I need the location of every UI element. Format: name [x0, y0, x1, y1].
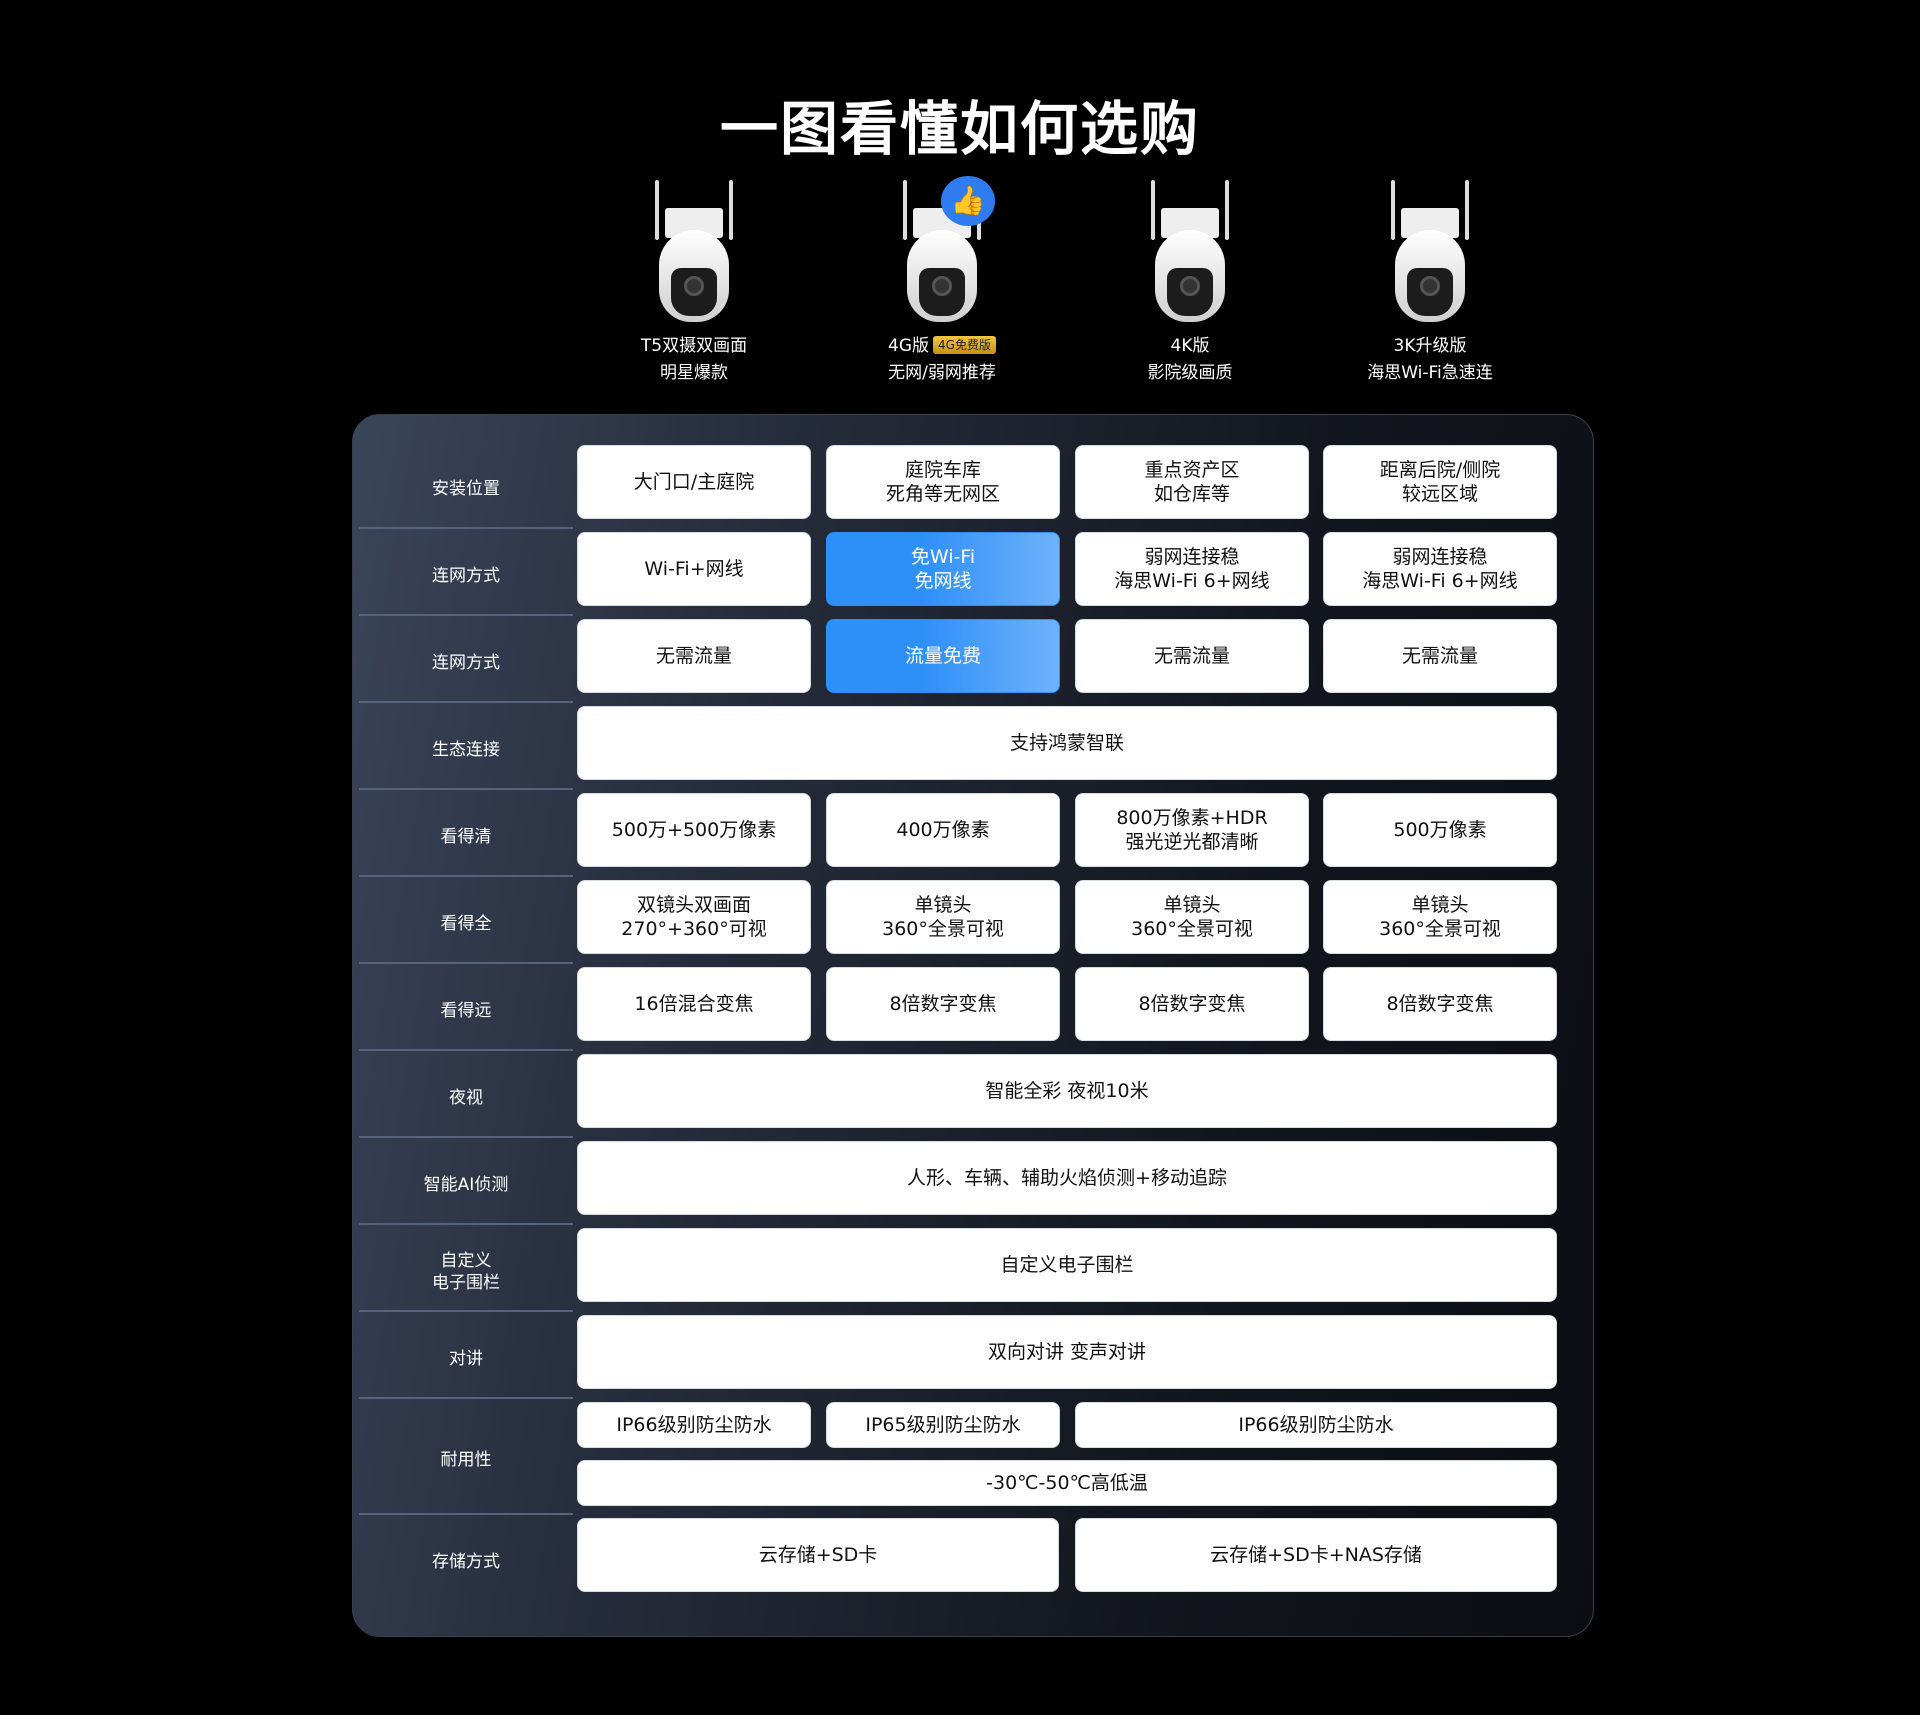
row-label: 连网方式 — [432, 565, 500, 586]
row-label: 耐用性 — [440, 1450, 492, 1470]
table-cell: 双向对讲 变声对讲 — [577, 1315, 1557, 1389]
table-row: 安装位置 大门口/主庭院庭院车库 死角等无网区重点资产区 如仓库等距离后院/侧院 … — [353, 445, 1595, 532]
camera-image — [649, 180, 739, 325]
row-label: 生态连接 — [432, 739, 500, 760]
table-cell: 16倍混合变焦 — [577, 967, 811, 1041]
table-cell: 弱网连接稳 海思Wi-Fi 6+网线 — [1075, 532, 1309, 606]
product-tagline: 无网/弱网推荐 — [888, 363, 996, 383]
row-divider — [359, 962, 573, 964]
product-tagline: 海思Wi-Fi急速连 — [1367, 363, 1493, 383]
table-cell: 免Wi-Fi 免网线 — [826, 532, 1060, 606]
table-cell: 智能全彩 夜视10米 — [577, 1054, 1557, 1128]
product-name: 4K版 — [1170, 336, 1210, 356]
table-cell: 距离后院/侧院 较远区域 — [1323, 445, 1557, 519]
table-cell: 500万像素 — [1323, 793, 1557, 867]
table-row: 看得全双镜头双画面 270°+360°可视单镜头 360°全景可视单镜头 360… — [353, 880, 1595, 967]
row-divider — [359, 1223, 573, 1225]
row-label: 存储方式 — [432, 1551, 500, 1572]
row-label: 连网方式 — [432, 652, 500, 673]
row-label: 看得全 — [440, 913, 492, 934]
table-cell: 8倍数字变焦 — [826, 967, 1060, 1041]
table-cell: 无需流量 — [1323, 619, 1557, 693]
row-label: 看得远 — [440, 1000, 492, 1021]
camera-image — [1145, 180, 1235, 325]
table-cell: 自定义电子围栏 — [577, 1228, 1557, 1302]
table-cell: 800万像素+HDR 强光逆光都清晰 — [1075, 793, 1309, 867]
row-divider — [359, 788, 573, 790]
table-cell: -30℃-50℃高低温 — [577, 1460, 1557, 1506]
product-name: 3K升级版 — [1393, 336, 1467, 356]
product-3: 4K版 影院级画质 — [1070, 180, 1310, 387]
table-cell: IP65级别防尘防水 — [826, 1402, 1060, 1448]
product-tagline: 影院级画质 — [1147, 363, 1233, 383]
table-cell: 云存储+SD卡+NAS存储 — [1075, 1518, 1557, 1592]
row-divider — [359, 875, 573, 877]
camera-image — [1385, 180, 1475, 325]
table-row: 连网方式无需流量流量免费无需流量无需流量 — [353, 619, 1595, 706]
table-row: 耐用性 IP66级别防尘防水 IP65级别防尘防水 IP66级别防尘防水 -30℃-50… — [353, 1402, 1595, 1518]
row-label: 看得清 — [440, 826, 492, 847]
page-title: 一图看懂如何选购 — [719, 95, 1200, 163]
row-divider — [359, 1397, 573, 1399]
row-label: 对讲 — [449, 1348, 483, 1369]
row-label: 夜视 — [449, 1087, 483, 1108]
table-cell: 人形、车辆、辅助火焰侦测+移动追踪 — [577, 1141, 1557, 1215]
row-label: 智能AI侦测 — [423, 1174, 509, 1195]
table-cell: 单镜头 360°全景可视 — [826, 880, 1060, 954]
table-cell: 双镜头双画面 270°+360°可视 — [577, 880, 811, 954]
table-cell: 流量免费 — [826, 619, 1060, 693]
comparison-table: 安装位置 大门口/主庭院庭院车库 死角等无网区重点资产区 如仓库等距离后院/侧院 … — [352, 414, 1594, 1637]
table-cell: 重点资产区 如仓库等 — [1075, 445, 1309, 519]
table-cell: 8倍数字变焦 — [1323, 967, 1557, 1041]
table-cell: 无需流量 — [1075, 619, 1309, 693]
row-label: 安装位置 — [432, 478, 500, 499]
camera-image: 👍 — [897, 176, 995, 325]
table-cell: 云存储+SD卡 — [577, 1518, 1059, 1592]
row-divider — [359, 1049, 573, 1051]
table-cell: Wi-Fi+网线 — [577, 532, 811, 606]
table-cell: 庭院车库 死角等无网区 — [826, 445, 1060, 519]
product-4: 3K升级版 海思Wi-Fi急速连 — [1310, 180, 1550, 387]
product-name: T5双摄双画面 — [640, 336, 748, 356]
thumbs-up-icon: 👍 — [941, 176, 995, 226]
row-divider — [359, 1310, 573, 1312]
table-cell: IP66级别防尘防水 — [1075, 1402, 1557, 1448]
table-row: 自定义 电子围栏 自定义电子围栏 — [353, 1228, 1595, 1315]
row-divider — [359, 701, 573, 703]
table-row: 存储方式 云存储+SD卡云存储+SD卡+NAS存储 — [353, 1518, 1595, 1605]
table-cell: 弱网连接稳 海思Wi-Fi 6+网线 — [1323, 532, 1557, 606]
table-cell: 大门口/主庭院 — [577, 445, 811, 519]
product-1: T5双摄双画面 明星爆款 — [574, 180, 814, 387]
row-divider — [359, 614, 573, 616]
table-row: 夜视 智能全彩 夜视10米 — [353, 1054, 1595, 1141]
table-cell: 400万像素 — [826, 793, 1060, 867]
table-row: 生态连接 支持鸿蒙智联 — [353, 706, 1595, 793]
product-tagline: 明星爆款 — [660, 363, 728, 383]
row-divider — [359, 1513, 573, 1515]
product-name: 4G版 — [888, 336, 930, 356]
table-cell: IP66级别防尘防水 — [577, 1402, 811, 1448]
table-cell: 支持鸿蒙智联 — [577, 706, 1557, 780]
table-cell: 500万+500万像素 — [577, 793, 811, 867]
table-row: 对讲 双向对讲 变声对讲 — [353, 1315, 1595, 1402]
table-cell: 单镜头 360°全景可视 — [1075, 880, 1309, 954]
product-badge: 4G免费版 — [933, 336, 996, 354]
table-cell: 无需流量 — [577, 619, 811, 693]
row-label: 自定义 电子围栏 — [432, 1250, 500, 1293]
table-row: 智能AI侦测 人形、车辆、辅助火焰侦测+移动追踪 — [353, 1141, 1595, 1228]
table-cell: 单镜头 360°全景可视 — [1323, 880, 1557, 954]
row-divider — [359, 1136, 573, 1138]
table-cell: 8倍数字变焦 — [1075, 967, 1309, 1041]
row-divider — [359, 527, 573, 529]
